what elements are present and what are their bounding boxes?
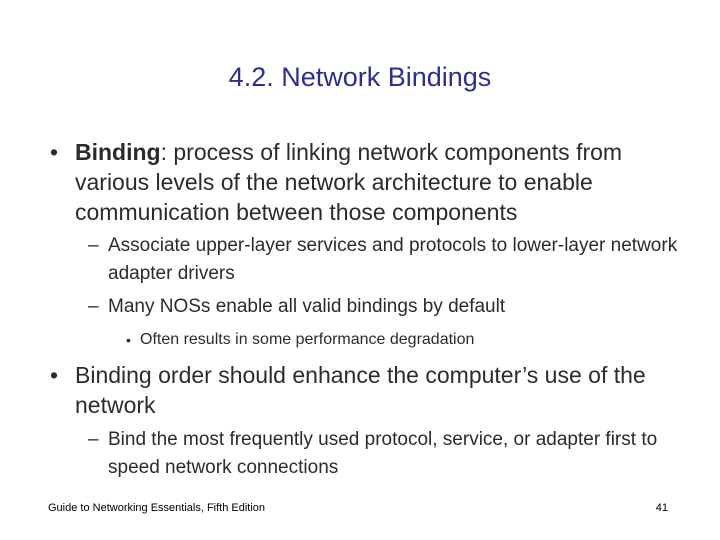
sub-sub-bullet-text: Often results in some performance degrad… — [140, 331, 475, 348]
bullet-icon: • — [50, 362, 59, 388]
dash-icon: – — [88, 296, 99, 317]
sub-bullet-many-noss: – Many NOSs enable all valid bindings by… — [88, 293, 688, 321]
bullet-binding-order: • Binding order should enhance the compu… — [50, 360, 685, 420]
dash-icon: – — [88, 235, 99, 256]
bullet-icon: • — [126, 332, 131, 348]
sub-bullet-bind-most-frequent: – Bind the most frequently used protocol… — [88, 426, 688, 482]
bullet-icon: • — [50, 139, 59, 165]
sub-bullet-associate: – Associate upper-layer services and pro… — [88, 232, 688, 288]
sub-bullet-text: Associate upper-layer services and proto… — [108, 235, 678, 284]
page-number: 41 — [655, 502, 668, 514]
slide-title: 4.2. Network Bindings — [228, 62, 492, 92]
footer-text: Guide to Networking Essentials, Fifth Ed… — [48, 502, 266, 514]
sub-bullet-text: Bind the most frequently used protocol, … — [108, 429, 658, 478]
sub-sub-bullet-performance: • Often results in some performance degr… — [126, 328, 680, 352]
dash-icon: – — [88, 429, 99, 450]
sub-bullet-text: Many NOSs enable all valid bindings by d… — [108, 296, 506, 317]
bullet-text: : process of linking network components … — [75, 139, 623, 225]
bullet-binding-definition: • Binding: process of linking network co… — [50, 137, 685, 227]
bullet-term: Binding — [75, 139, 161, 165]
bullet-text: Binding order should enhance the compute… — [75, 362, 646, 418]
